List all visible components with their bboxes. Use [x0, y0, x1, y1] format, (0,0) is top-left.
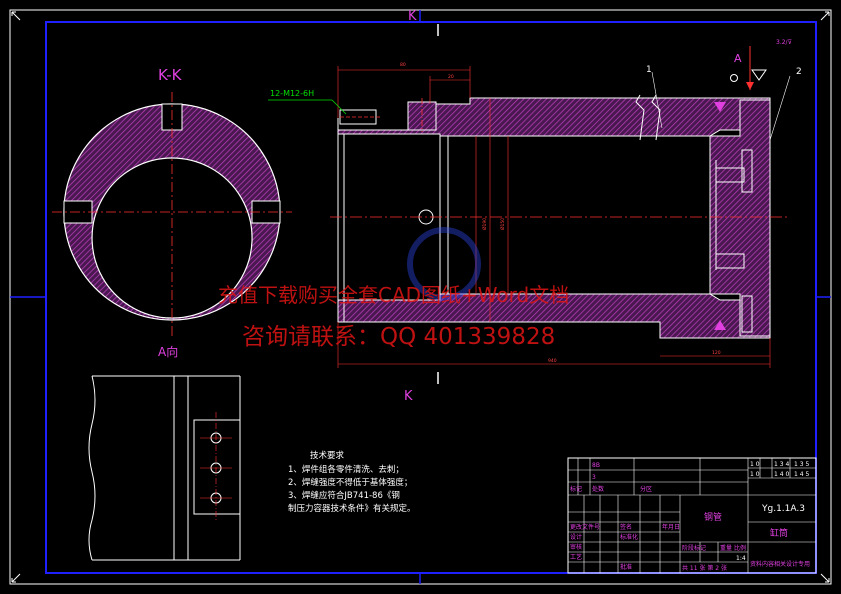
- rev-row-1-a: 1 0: [750, 461, 760, 468]
- tech-title: 技术要求: [310, 450, 345, 461]
- section-mark-top: K: [408, 9, 417, 24]
- rev-row-2-b: 1 4 0: [774, 471, 789, 478]
- rev-row-1-b: 1 3 4: [774, 461, 789, 468]
- view-a-label: A向: [158, 344, 178, 359]
- cell-standard: 标准化: [620, 533, 638, 541]
- rev-row-1-c: 1 3 5: [794, 461, 809, 468]
- ring-section: [63, 103, 281, 321]
- tech-item-4: 制压力容器技术条件》有关规定。: [288, 503, 416, 514]
- dim-inner: Ø150: [499, 218, 506, 230]
- cell-mark: 标记: [570, 485, 582, 493]
- tech-item-1: 1、焊件组各零件清洗、去刺；: [288, 464, 404, 475]
- cell-date: 年月日: [662, 523, 680, 531]
- company: 资料内容相关设计专用: [750, 560, 810, 568]
- cell-stage: 阶段标记: [682, 544, 706, 552]
- dim-bore: Ø190: [481, 218, 488, 230]
- main-section-view: 80 20 940 Ø190 Ø150 120 12-M12-6H 1 2 A …: [268, 9, 802, 404]
- rev-row-1-code: 8B: [592, 462, 600, 469]
- cylinder-wall-top: [337, 97, 771, 137]
- dimension-lines: [337, 66, 771, 368]
- watermark-line-2: 咨询请联系：QQ 401339828: [242, 324, 555, 350]
- corner-marks: [11, 11, 830, 583]
- cell-approve: 批准: [620, 563, 632, 571]
- dim-80: 80: [400, 62, 406, 68]
- thread-callout: 12-M12-6H: [270, 89, 314, 98]
- detail-view-a: [88, 375, 241, 561]
- technical-notes: 技术要求 1、焊件组各零件清洗、去刺； 2、焊缝强度不得低于基体强度； 3、焊缝…: [288, 450, 416, 514]
- watermark-line-1: 充值下载购买全套CAD图纸+Word文档: [218, 283, 569, 307]
- cell-change: 更改文件号: [570, 523, 600, 531]
- cell-process: 工艺: [570, 553, 582, 561]
- cell-sign: 签名: [620, 523, 632, 531]
- cell-scale-label: 比例: [734, 544, 746, 552]
- sheet-info: 共 11 张 第 2 张: [682, 564, 727, 572]
- surface-mark: 3.2/⊽: [776, 39, 792, 46]
- dim-940: 940: [548, 358, 557, 364]
- cell-zone: 分区: [640, 485, 652, 493]
- tech-item-2: 2、焊缝强度不得低于基体强度；: [288, 477, 412, 488]
- view-title: K-K: [158, 66, 183, 84]
- section-mark-bottom: K: [404, 389, 413, 404]
- balloon-2: 2: [796, 67, 802, 77]
- dim-20: 20: [448, 74, 454, 80]
- rev-row-2-code: 3: [592, 474, 596, 481]
- part-name: 缸筒: [770, 527, 788, 539]
- tech-item-3: 3、焊缝应符合JB741-86《钢: [288, 490, 400, 501]
- title-block: 8B 1 0 1 3 4 1 3 5 3 1 0 1 4 0 1 4 5 标记 …: [567, 457, 817, 574]
- watermark: 充值下载购买全套CAD图纸+Word文档 咨询请联系：QQ 401339828: [218, 227, 569, 350]
- material: 钢管: [704, 511, 722, 523]
- cell-count: 处数: [592, 485, 604, 493]
- end-cap: [709, 99, 771, 337]
- rev-row-2-c: 1 4 5: [794, 471, 809, 478]
- balloon-1: 1: [646, 65, 652, 75]
- cell-weight: 重量: [720, 544, 732, 552]
- view-a-marker: A: [734, 52, 742, 65]
- drawing-no: Yg.1.1A.3: [761, 504, 805, 514]
- cell-check: 审核: [570, 543, 582, 551]
- cell-design: 设计: [570, 533, 582, 541]
- border-ticks: [10, 10, 831, 584]
- scale-value: 1:4: [736, 555, 746, 562]
- rev-row-2-a: 1 0: [750, 471, 760, 478]
- dim-120: 120: [712, 350, 721, 356]
- section-view-kk: K-K A向: [52, 66, 292, 359]
